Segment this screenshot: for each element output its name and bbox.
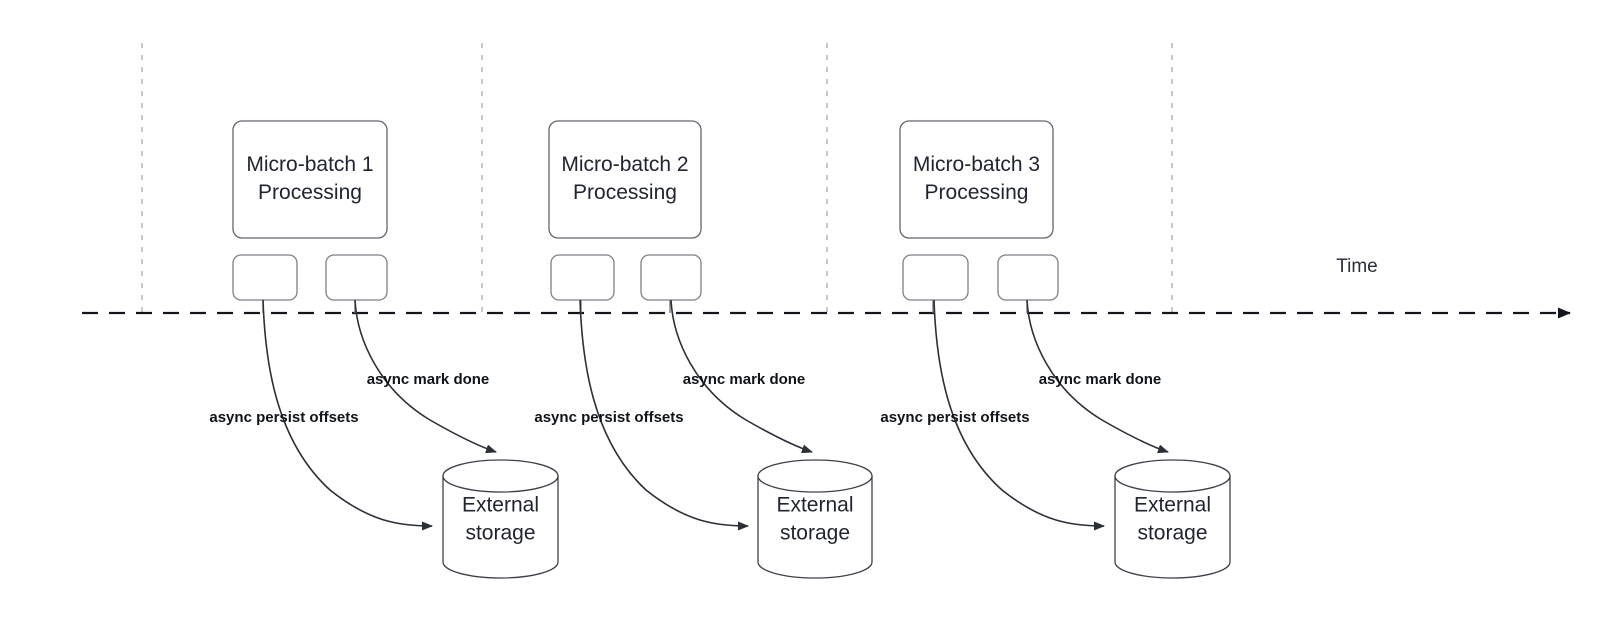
external-storage-3-label-line1: External	[1134, 494, 1211, 517]
batch-2-async-persist-offsets-connector	[579, 299, 749, 531]
external-storage-3-top	[1114, 459, 1231, 493]
batch-2-processing-box[interactable]	[548, 120, 702, 239]
timeline-label: Time	[1336, 256, 1378, 277]
external-storage-1-label-line2: storage	[465, 522, 535, 545]
batch-3-group: Micro-batch 3 Processing async persist off…	[880, 120, 1231, 579]
external-storage-2-label-line2: storage	[780, 522, 850, 545]
vertical-boundary-guides	[141, 43, 1173, 313]
external-storage-3-body[interactable]	[1114, 475, 1231, 579]
batch-3-label-line1: Micro-batch 3	[913, 153, 1040, 176]
external-storage-3-label-line2: storage	[1137, 522, 1207, 545]
external-storage-1-label-line1: External	[462, 494, 539, 517]
batch-3-async-persist-offsets-connector	[933, 299, 1105, 531]
batch-3-async-persist-offsets-label: async persist offsets	[880, 409, 1029, 426]
batch-3-persist-offsets-task[interactable]	[902, 254, 969, 301]
batch-1-group: Micro-batch 1 Processing async persist off…	[209, 120, 559, 579]
batch-3-async-mark-done-label: async mark done	[1039, 371, 1162, 388]
batch-1-mark-done-task[interactable]	[325, 254, 388, 301]
batch-2-group: Micro-batch 2 Processing async persist off…	[534, 120, 873, 579]
external-storage-1-body[interactable]	[442, 475, 559, 579]
batch-2-label-line1: Micro-batch 2	[561, 153, 688, 176]
batch-2-mark-done-task[interactable]	[640, 254, 702, 301]
batch-2-async-mark-done-label: async mark done	[683, 371, 806, 388]
batch-3-label-line2: Processing	[925, 181, 1029, 204]
batch-3-processing-box[interactable]	[899, 120, 1054, 239]
batch-2-async-mark-done-connector	[670, 299, 813, 454]
batch-groups: Micro-batch 1 Processing async persist off…	[209, 120, 1231, 579]
batch-1-label-line2: Processing	[258, 181, 362, 204]
external-storage-2-label-line1: External	[776, 494, 853, 517]
batch-3-mark-done-task[interactable]	[997, 254, 1059, 301]
batch-1-processing-box[interactable]	[232, 120, 388, 239]
batch-2-label-line2: Processing	[573, 181, 677, 204]
batch-1-async-persist-offsets-connector	[262, 299, 433, 531]
batch-1-persist-offsets-task[interactable]	[232, 254, 298, 301]
timeline-axis: Time	[82, 256, 1571, 319]
batch-3-async-mark-done-connector	[1026, 299, 1169, 454]
batch-1-async-mark-done-connector	[354, 299, 497, 454]
batch-2-async-persist-offsets-label: async persist offsets	[534, 409, 683, 426]
external-storage-2-body[interactable]	[757, 475, 873, 579]
external-storage-2-top	[757, 459, 873, 493]
external-storage-1-top	[442, 459, 559, 493]
batch-1-async-mark-done-label: async mark done	[367, 371, 490, 388]
batch-1-async-persist-offsets-label: async persist offsets	[209, 409, 358, 426]
batch-2-persist-offsets-task[interactable]	[550, 254, 615, 301]
batch-1-label-line1: Micro-batch 1	[246, 153, 373, 176]
